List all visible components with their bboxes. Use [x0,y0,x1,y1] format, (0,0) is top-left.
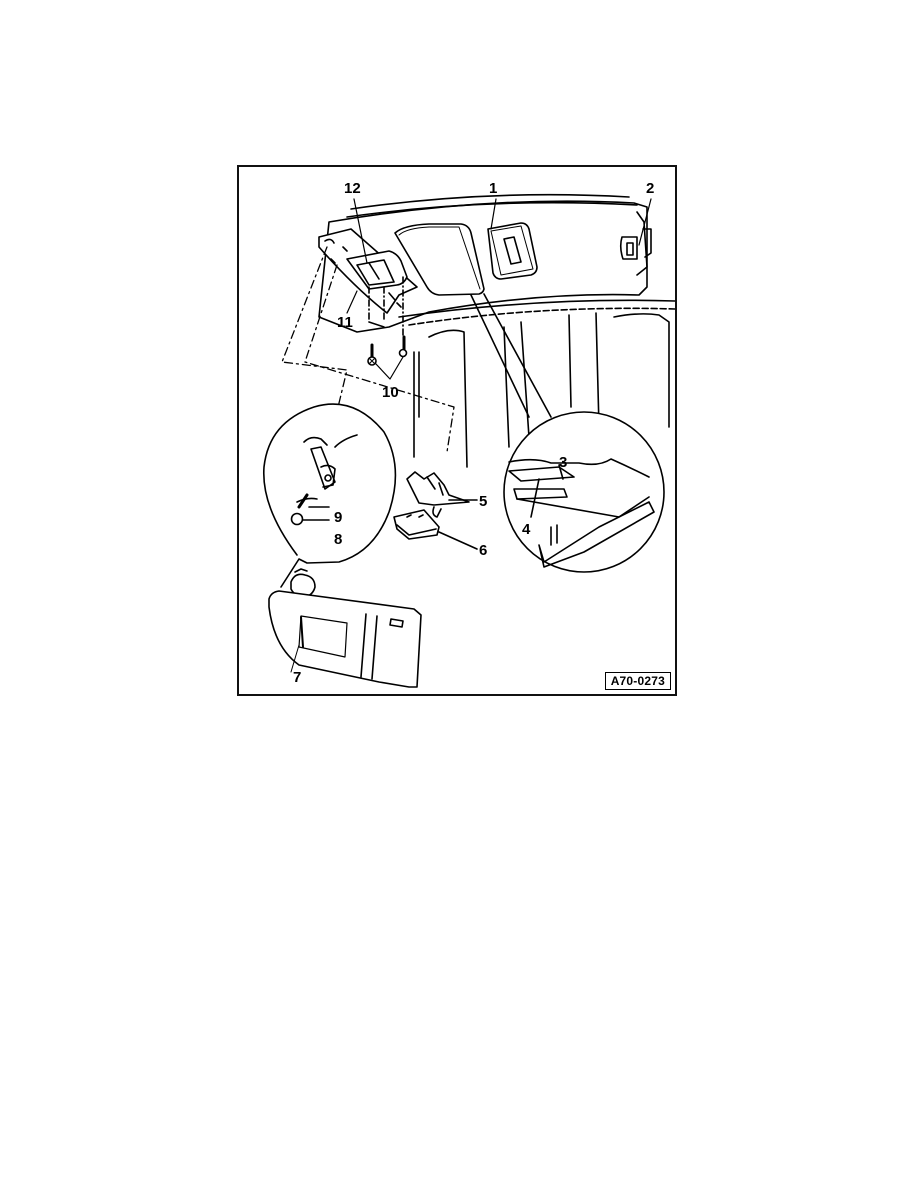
light-housing-1 [487,222,538,280]
sun-visor-7 [268,568,422,688]
detail-circle-lens [470,293,665,573]
callout-2: 2 [646,180,655,197]
visor-bracket-11 [318,228,418,314]
callout-4: 4 [522,521,531,538]
assembly-leader-lines [281,246,455,453]
callout-5: 5 [479,493,488,510]
callout-3: 3 [559,454,568,471]
callout-7: 7 [293,669,302,686]
callout-9: 9 [334,509,343,526]
callout-8: 8 [334,531,343,548]
callout-6: 6 [479,542,488,559]
exploded-view-illustration [262,193,675,688]
callout-leaders [346,198,652,314]
clip-2 [619,211,652,276]
callout-1: 1 [489,180,498,197]
detail-circle-visor-mount [262,403,397,588]
callout-11: 11 [337,314,353,331]
callout-12: 12 [344,180,361,197]
callout-10: 10 [382,384,399,401]
screws-10 [367,276,408,380]
vanity-mirror-recess [394,223,485,296]
figure-frame: 1 2 12 11 10 3 4 5 6 9 8 7 A70-0273 [237,165,677,696]
mounting-bracket-5 [406,471,478,518]
figure-id-label: A70-0273 [604,672,671,690]
cover-cap-6 [393,509,478,550]
